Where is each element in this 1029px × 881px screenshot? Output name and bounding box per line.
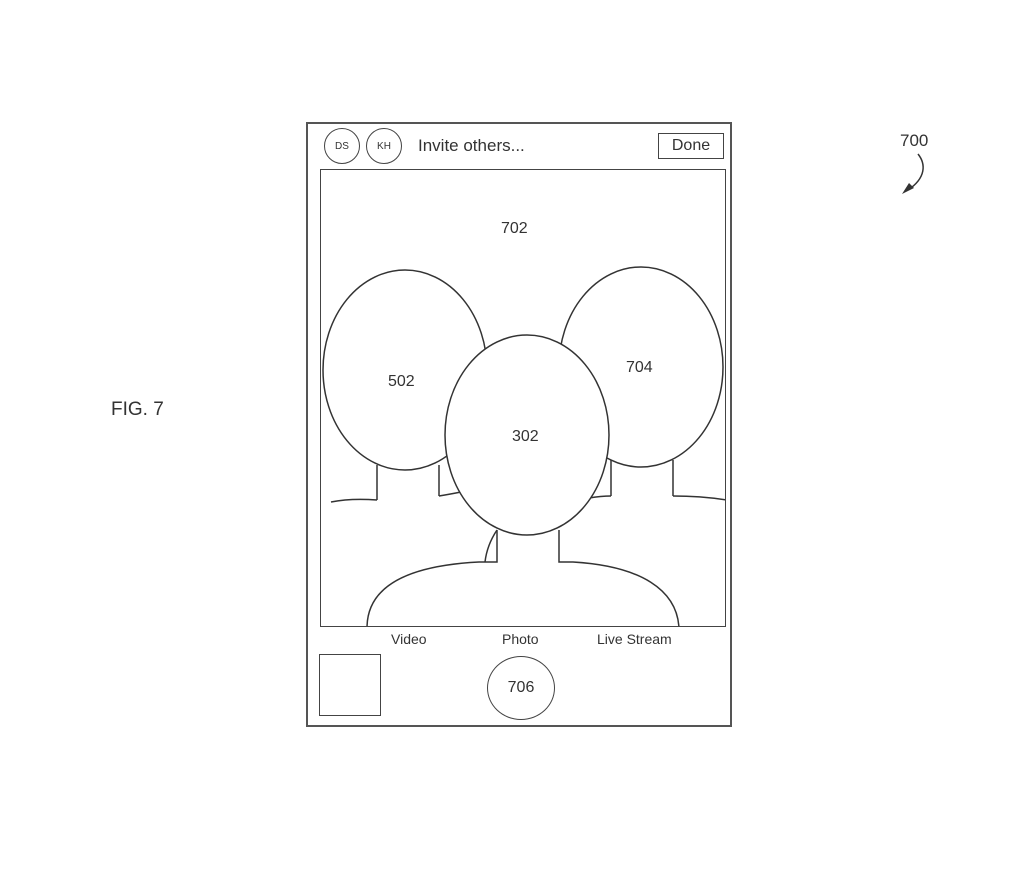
mode-photo[interactable]: Photo	[502, 631, 539, 647]
mode-live-stream[interactable]: Live Stream	[597, 631, 672, 647]
invite-others-field[interactable]: Invite others...	[418, 136, 525, 155]
avatar-kh[interactable]: KH	[366, 128, 402, 164]
figure-label: FIG. 7	[111, 399, 164, 420]
person-label-502: 502	[388, 373, 415, 390]
reference-numeral-700: 700	[900, 131, 929, 150]
reference-arrow-icon	[902, 153, 924, 194]
gallery-thumbnail[interactable]	[319, 654, 381, 716]
device-screen: DS KH Invite others... Done	[306, 122, 732, 727]
done-button[interactable]: Done	[658, 133, 724, 159]
person-302-body	[366, 530, 680, 626]
people-illustration	[322, 266, 725, 626]
person-label-302: 302	[512, 428, 539, 445]
shutter-button[interactable]: 706	[487, 656, 555, 720]
person-502-shoulder-left	[330, 498, 378, 503]
avatar-ds[interactable]: DS	[324, 128, 360, 164]
person-502-shoulder-right	[438, 491, 462, 497]
viewfinder-label-702: 702	[501, 220, 528, 237]
person-302-head	[444, 334, 610, 536]
person-302-collar	[484, 529, 498, 563]
person-label-704: 704	[626, 359, 653, 376]
person-704-shoulder-right	[672, 495, 725, 501]
mode-video[interactable]: Video	[391, 631, 427, 647]
camera-viewfinder: 702 502 704 302	[320, 169, 726, 627]
